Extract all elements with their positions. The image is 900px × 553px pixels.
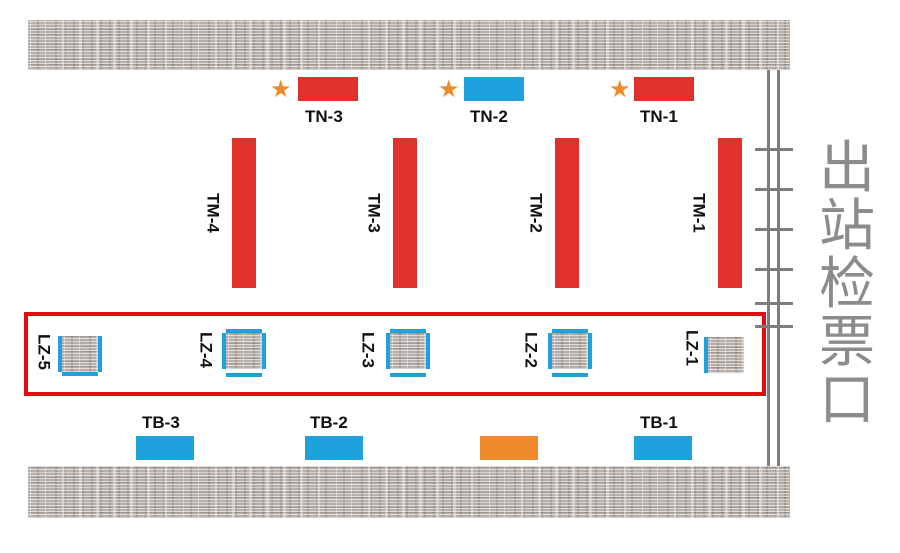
tm-4-block: [232, 138, 256, 288]
lz-3-label: LZ-3: [358, 332, 378, 368]
gate-barrier: [755, 302, 793, 305]
highlight-box: [24, 312, 766, 396]
orange-block: [480, 436, 538, 460]
lz-1-label: LZ-1: [682, 330, 702, 366]
gate-barrier: [755, 148, 793, 151]
tb-2-block: [305, 436, 363, 460]
lz-4-label: LZ-4: [196, 332, 216, 368]
star-icon: ★: [270, 76, 292, 103]
platform-edge-top: [28, 20, 790, 70]
tb-3-label: TB-3: [142, 413, 180, 432]
star-icon: ★: [609, 76, 631, 103]
tm-2-block: [555, 138, 579, 288]
gate-barrier: [755, 228, 793, 231]
lz-2-label: LZ-2: [521, 332, 541, 368]
gate-barrier: [755, 268, 793, 271]
lz-4-column: [222, 329, 266, 377]
lz-1-column: [704, 335, 748, 375]
tn-3-label: TN-3: [305, 107, 343, 126]
gate-barrier: [755, 325, 793, 328]
gate-barrier: [755, 188, 793, 191]
lz-2-column: [548, 329, 592, 377]
tn-1-label: TN-1: [640, 107, 678, 126]
tm-3-label: TM-3: [364, 193, 384, 233]
lz-5-label: LZ-5: [34, 334, 54, 370]
tm-3-block: [393, 138, 417, 288]
tb-3-block: [136, 436, 194, 460]
tm-1-block: [718, 138, 742, 288]
tm-1-label: TM-1: [689, 193, 709, 233]
tb-2-label: TB-2: [310, 413, 348, 432]
tm-4-label: TM-4: [203, 193, 223, 233]
tb-1-label: TB-1: [640, 413, 678, 432]
tn-1-block: [634, 77, 694, 101]
tb-1-block: [634, 436, 692, 460]
star-icon: ★: [438, 76, 460, 103]
tn-2-label: TN-2: [470, 107, 508, 126]
tn-2-block: [464, 77, 524, 101]
lz-5-column: [58, 332, 102, 376]
tn-3-block: [298, 77, 358, 101]
lz-3-column: [386, 329, 430, 377]
platform-edge-bottom: [28, 466, 790, 518]
tm-2-label: TM-2: [526, 193, 546, 233]
exit-gate-label: 出站检票口: [819, 136, 875, 433]
